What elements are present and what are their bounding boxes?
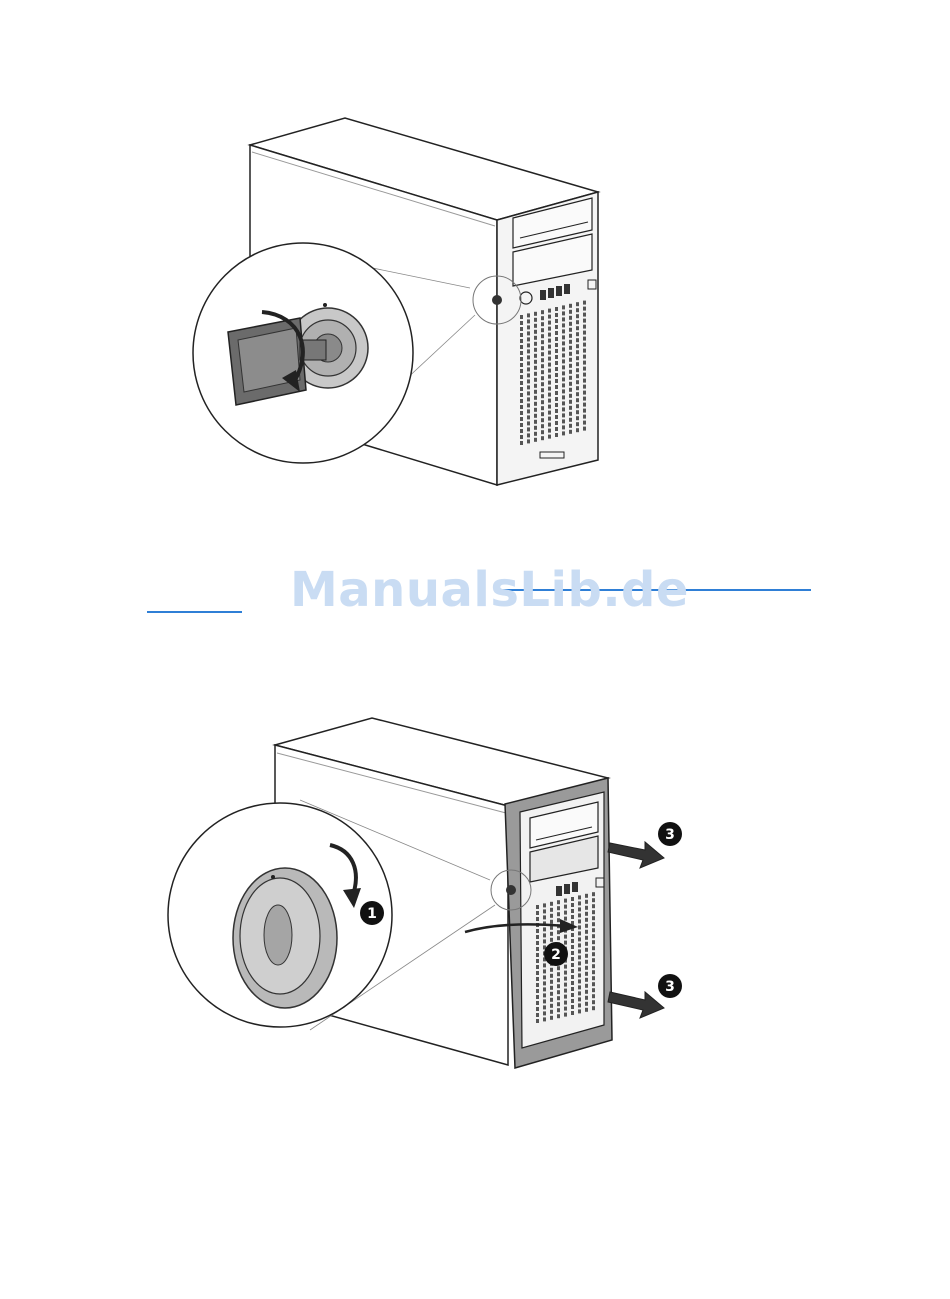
figure-unlock-bezel [0, 100, 950, 520]
server-tower-illustration-bottom: 1 2 3 3 [0, 700, 950, 1100]
lock-icon-2 [506, 885, 516, 895]
figure-remove-bezel: 1 2 3 3 [0, 700, 950, 1100]
link-underline-left [147, 611, 242, 613]
callout-badge-1: 1 [360, 901, 384, 925]
callout-3-lower-label: 3 [665, 979, 675, 995]
pull-arrow-icon-3-lower [608, 992, 664, 1018]
callout-badge-3-lower: 3 [658, 974, 682, 998]
callout-badge-2: 2 [544, 942, 568, 966]
callout-3-upper-label: 3 [665, 827, 675, 843]
lock-icon [492, 295, 502, 305]
watermark: ManualsLib.de [290, 562, 670, 618]
callout-2-label: 2 [551, 947, 561, 963]
server-tower-illustration-top [0, 100, 950, 520]
callout-badge-3-upper: 3 [658, 822, 682, 846]
callout-1-label: 1 [367, 906, 377, 922]
pull-arrow-icon-3-upper [608, 842, 664, 868]
